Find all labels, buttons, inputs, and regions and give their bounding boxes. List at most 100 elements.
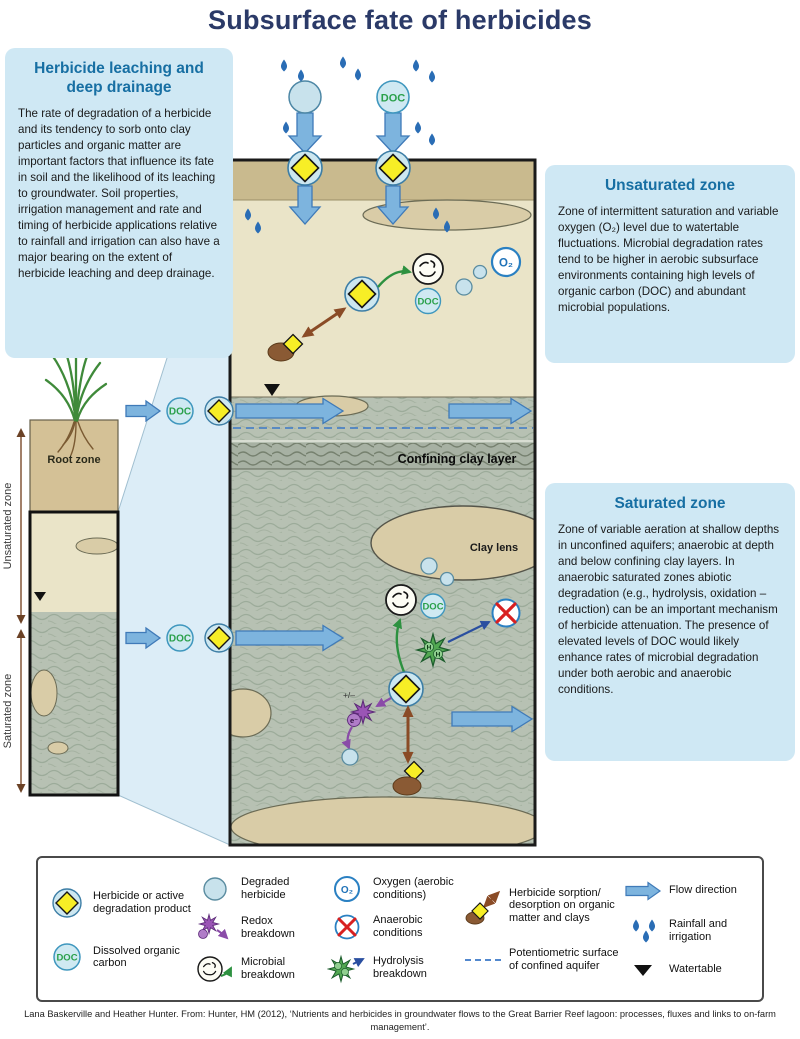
flow-arrow [451, 705, 534, 733]
legend-item: Hydrolysis breakdown [326, 952, 460, 984]
clay-lens [370, 505, 535, 581]
soil-column: Root zone [28, 345, 120, 797]
legend-item-label: Potentiometric surface of confined aquif… [509, 947, 619, 972]
unsaturated-panel-body: Zone of intermittent saturation and vari… [558, 204, 779, 314]
flow-arrow [125, 626, 162, 650]
doc-label: DOC [417, 297, 438, 308]
legend-item: Anaerobic conditions [326, 913, 460, 941]
degraded-herbicide-icon [288, 80, 322, 114]
degraded-herbicide-icon [341, 748, 359, 766]
rainfall-icon [622, 917, 664, 945]
legend-item-label: Oxygen (aerobic conditions) [373, 875, 454, 901]
degraded-herbicide-icon [439, 571, 455, 587]
legend-item: Rainfall and irrigation [622, 917, 740, 945]
legend-item-label: Dissolved organic carbon [93, 944, 180, 970]
doc-label: DOC [169, 634, 191, 645]
herbicide-icon [344, 276, 380, 312]
surface-inputs: DOC [244, 56, 451, 234]
cross-section: Confining clay layer Clay lens [228, 158, 537, 847]
herbicide-icon [388, 671, 424, 707]
doc-icon [414, 287, 442, 315]
legend-item-label: Watertable [669, 963, 722, 976]
herbicide-icon [204, 396, 234, 426]
herbicide-icon [204, 623, 234, 653]
hydrolysis-icon [326, 952, 368, 984]
leaching-panel-body: The rate of degradation of a herbicide a… [18, 106, 220, 280]
herbicide-icon [375, 150, 411, 186]
unsaturated-zone-label: Unsaturated zone [2, 483, 14, 570]
flow-arrow [235, 397, 345, 425]
doc-label: DOC [381, 93, 406, 105]
organic-matter-blob [392, 776, 422, 796]
legend-column: Degraded herbicide Redox breakdown [194, 864, 324, 994]
infiltration-arrow [375, 112, 411, 154]
legend-item: Herbicide sorption/ desorption on organi… [462, 886, 620, 926]
unsaturated-processes: DOC O₂ [267, 246, 522, 362]
doc-label: DOC [422, 602, 443, 613]
legend-item: O₂ Oxygen (aerobic conditions) [326, 875, 460, 903]
svg-text:O₂: O₂ [341, 884, 353, 895]
svg-text:DOC: DOC [56, 953, 77, 964]
hydrolysis-arrow [447, 621, 491, 643]
herbicide-icon [287, 150, 323, 186]
legend: Herbicide or active degradation product … [36, 856, 764, 1002]
flow-arrows [125, 397, 534, 733]
legend-column: O₂ Oxygen (aerobic conditions) Anaerobic… [326, 864, 460, 994]
legend-item: Herbicide or active degradation product [46, 885, 192, 921]
oxygen-icon: O₂ [326, 875, 368, 903]
saturated-panel: Saturated zone Zone of variable aeration… [545, 483, 795, 761]
legend-item-label: Herbicide or active degradation product [93, 890, 191, 915]
groundwater-inflow-row: DOC DOC [166, 396, 234, 653]
potentiometric-icon [462, 953, 504, 967]
mini-watertable-icon [34, 592, 46, 601]
oxygen-icon [490, 246, 522, 278]
herbicide-icon [46, 885, 88, 921]
legend-item-label: Degraded herbicide [241, 875, 290, 901]
legend-item: Flow direction [622, 880, 740, 901]
watertable-icon [622, 962, 664, 978]
confining-clay-label: Confining clay layer [398, 452, 517, 466]
legend-column: Flow direction Rainfall and irrigation W… [622, 864, 740, 994]
degraded-herbicide-icon [194, 875, 236, 903]
legend-item-label: Redox breakdown [241, 915, 295, 940]
doc-icon: DOC [46, 941, 88, 973]
flow-arrow [235, 624, 345, 652]
legend-column: Herbicide sorption/ desorption on organi… [462, 864, 620, 994]
doc-label: DOC [169, 407, 191, 418]
legend-item: Microbial breakdown [194, 954, 324, 984]
doc-icon [166, 397, 194, 425]
clay-lens-label: Clay lens [470, 542, 518, 554]
flow-arrow [448, 397, 533, 425]
anaerobic-icon [491, 598, 521, 628]
leaching-panel: Herbicide leaching and deep drainage The… [5, 48, 233, 358]
doc-icon [376, 80, 410, 114]
legend-item-label: Hydrolysis breakdown [373, 954, 427, 980]
legend-item: Potentiometric surface of confined aquif… [462, 947, 620, 972]
svg-text:H: H [427, 644, 432, 651]
anaerobic-icon [326, 913, 368, 941]
saturated-panel-heading: Saturated zone [614, 495, 726, 512]
flow-direction-icon [622, 880, 664, 901]
doc-icon [420, 593, 446, 619]
redox-icon: e⁻ [347, 699, 376, 727]
microbial-arrow [377, 265, 412, 288]
microbial-icon [385, 584, 417, 616]
flow-arrow [125, 399, 162, 423]
svg-text:e⁻: e⁻ [350, 716, 358, 725]
page-title: Subsurface fate of herbicides [208, 5, 592, 35]
legend-item-label: Rainfall and irrigation [669, 918, 728, 943]
attribution: Lana Baskerville and Heather Hunter. Fro… [24, 1009, 776, 1032]
clay-lenses [230, 199, 535, 845]
legend-item: Watertable [622, 962, 740, 978]
infiltration-arrow [287, 112, 323, 154]
root-zone-label: Root zone [47, 454, 100, 466]
legend-item: DOC Dissolved organic carbon [46, 941, 192, 973]
svg-text:H: H [436, 651, 441, 658]
watertable-icon [264, 384, 280, 396]
hydrolysis-icon: H H [416, 633, 450, 667]
legend-item-label: Anaerobic conditions [373, 914, 423, 939]
saturated-panel-body: Zone of variable aeration at shallow dep… [558, 522, 780, 696]
microbial-icon [412, 253, 444, 285]
